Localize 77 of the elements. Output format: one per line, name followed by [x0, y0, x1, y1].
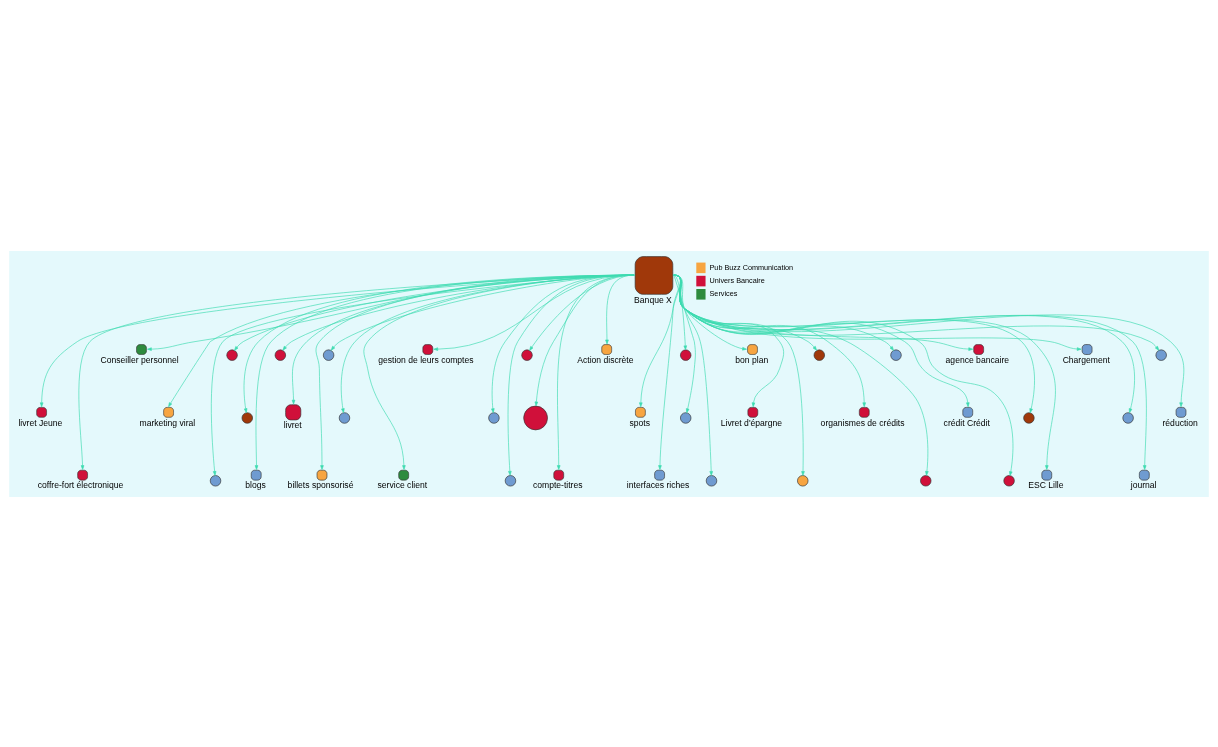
arrow: [673, 274, 784, 407]
arrow: [673, 274, 929, 476]
arrow: [673, 274, 713, 476]
arrow: [340, 274, 635, 413]
node-label: agence bancaire: [945, 354, 1010, 365]
arrow: [673, 274, 747, 350]
node-label: journal: [1130, 479, 1157, 490]
node-circle: [504, 474, 517, 486]
legend-label: Services: [709, 288, 738, 298]
arrow: [673, 274, 866, 407]
arrow: [673, 274, 970, 407]
node-circle: [338, 411, 351, 424]
arrow: [147, 274, 635, 351]
arrow: [673, 274, 1147, 470]
node-circle: [521, 349, 533, 361]
arrow: [243, 274, 635, 413]
node-circle: [680, 411, 692, 424]
arrow: [291, 274, 635, 404]
node-circle: [890, 349, 902, 361]
arrow: [491, 274, 635, 413]
arrow: [39, 274, 635, 407]
node-label: bon plan: [735, 354, 769, 365]
node-circle: [1003, 474, 1015, 486]
node-label: livret: [283, 419, 302, 430]
node-circle: [920, 474, 932, 486]
arrow: [673, 274, 894, 351]
arrow: [673, 274, 805, 476]
node-circle: [813, 349, 825, 361]
arrow: [534, 274, 635, 406]
node-label: gestion de leurs comptes: [378, 354, 474, 365]
node-label: ESC Lille: [1028, 479, 1064, 490]
arrow: [168, 274, 635, 407]
node-circle: [523, 405, 548, 430]
legend-label: Pub Buzz Communication: [709, 262, 794, 272]
node-circle: [797, 474, 809, 486]
node-label: Chargement: [1062, 354, 1110, 365]
node-circle: [274, 349, 286, 361]
node-label: billets sponsorisé: [287, 479, 354, 490]
node-circle: [209, 474, 222, 486]
arrow: [673, 274, 1082, 351]
node-label: interfaces riches: [626, 479, 690, 490]
arrow: [557, 274, 635, 470]
node-circle: [1023, 411, 1035, 424]
arrow: [433, 274, 635, 351]
arrow: [605, 274, 635, 344]
arrow: [673, 274, 688, 350]
node-label: blogs: [245, 479, 266, 490]
arrow: [673, 274, 974, 351]
node-label: réduction: [1162, 417, 1198, 428]
arrow: [507, 274, 635, 476]
node-label: marketing viral: [139, 417, 196, 428]
node-label: Livret d'épargne: [720, 417, 783, 428]
node-label: livret Jeune: [18, 417, 63, 428]
node-circle: [226, 349, 238, 361]
node-circle: [680, 349, 692, 361]
node-circle: [488, 411, 500, 424]
arrow: [673, 274, 1035, 413]
arrow: [78, 274, 635, 470]
node-label: crédit Crédit: [943, 417, 990, 428]
node-circle: [1122, 411, 1134, 424]
node-label: service client: [377, 479, 428, 490]
node-label: coffre-fort électronique: [37, 479, 124, 490]
node-label: Action discrète: [577, 354, 634, 365]
arrow: [673, 274, 696, 413]
node-label: spots: [629, 417, 651, 428]
node-label: organismes de crédits: [820, 417, 905, 428]
node-label: compte-titres: [532, 479, 583, 490]
node-label: Banque X: [634, 294, 672, 305]
node-label: Conseiller personnel: [100, 354, 179, 365]
arrow: [529, 274, 635, 351]
arrow: [673, 274, 817, 351]
node-circle: [705, 474, 718, 486]
node-circle: [323, 349, 335, 361]
node-circle: [1155, 349, 1167, 361]
node-circle: [241, 411, 253, 424]
legend-label: Univers Bancaire: [709, 275, 765, 285]
arrow: [673, 274, 1160, 351]
